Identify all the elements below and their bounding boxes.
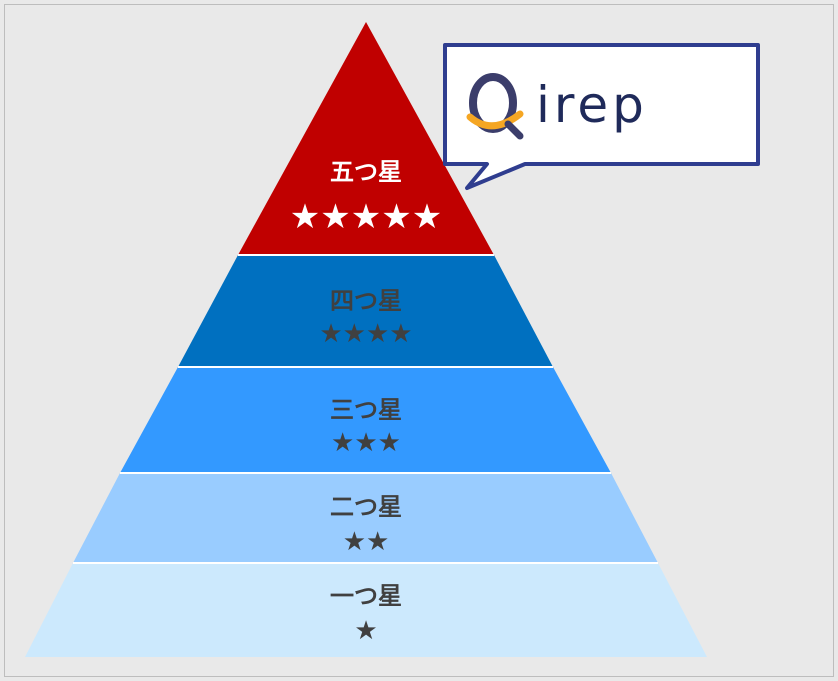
tier-five-title: 五つ星	[330, 158, 402, 186]
tier-two-star	[73, 473, 658, 563]
tier-separators	[73, 254, 658, 564]
irep-callout: irep	[443, 43, 760, 190]
callout-bubble	[443, 43, 760, 190]
tier-one-star	[25, 563, 707, 657]
tier-two-stars: ★★	[343, 527, 390, 557]
tier-three-title: 三つ星	[330, 396, 402, 424]
tier-one-stars: ★	[354, 616, 377, 646]
tier-three-star	[120, 367, 611, 473]
tier-four-stars: ★★★★	[319, 319, 412, 349]
tier-four-star	[178, 255, 553, 367]
tier-three-stars: ★★★	[331, 428, 401, 458]
irep-logo-icon	[466, 73, 524, 140]
tier-one-title: 一つ星	[330, 582, 402, 610]
tier-four-title: 四つ星	[330, 287, 402, 315]
tier-five-stars: ★★★★★	[290, 197, 442, 237]
tier-five-star	[238, 22, 494, 255]
callout-logo-text: irep	[536, 76, 648, 134]
tier-two-title: 二つ星	[330, 493, 402, 521]
